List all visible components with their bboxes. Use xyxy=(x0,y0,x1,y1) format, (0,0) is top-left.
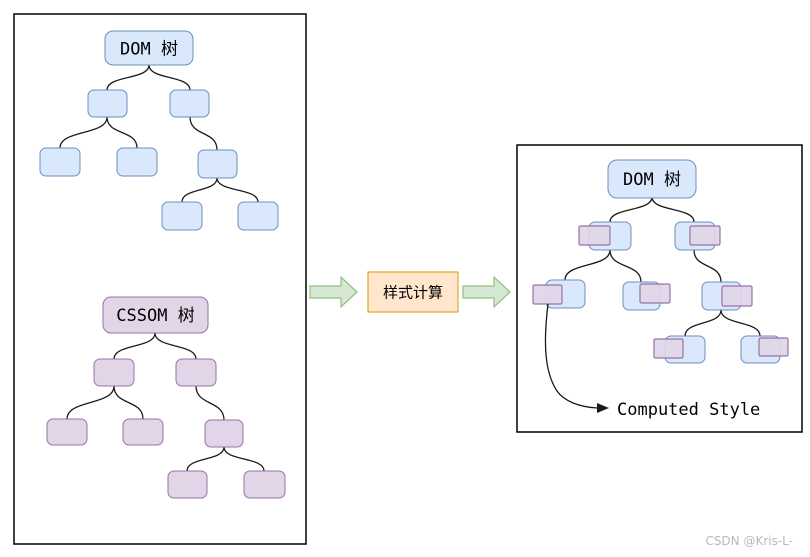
tree-edge xyxy=(186,446,225,472)
tree-edge xyxy=(564,249,611,281)
render-node-style xyxy=(721,285,753,307)
style-computation-box xyxy=(367,271,459,313)
tree-edge xyxy=(181,177,218,203)
dom-tree-root-box xyxy=(104,30,194,66)
tree-node xyxy=(161,201,203,231)
tree-edge xyxy=(720,309,761,337)
style-computation-label: 样式计算 xyxy=(383,284,443,302)
tree-edge xyxy=(66,385,115,420)
tree-node xyxy=(93,358,135,387)
cssom-tree-root-box xyxy=(102,296,209,334)
tree-edge xyxy=(106,64,150,91)
tree-node xyxy=(169,89,210,118)
tree-edge xyxy=(216,177,259,203)
tree-node xyxy=(167,470,208,499)
tree-node xyxy=(39,147,81,177)
render-node-style xyxy=(532,284,563,305)
tree-edge xyxy=(113,385,144,420)
tree-node xyxy=(46,418,88,446)
tree-node xyxy=(204,419,244,448)
tree-edge xyxy=(59,116,108,149)
render-node-style xyxy=(639,283,671,304)
render-tree-root-box xyxy=(607,159,697,199)
tree-edge xyxy=(106,116,138,149)
tree-node xyxy=(87,89,128,118)
right-arrow-icon xyxy=(462,275,511,309)
tree-edge xyxy=(609,249,642,283)
computed-style-label: Computed Style xyxy=(617,400,760,420)
right-panel-box xyxy=(516,144,803,433)
tree-node xyxy=(197,149,238,179)
cssom-tree-root-label: CSSOM 树 xyxy=(116,306,194,326)
tree-edge xyxy=(154,332,197,360)
render-node-style xyxy=(689,225,721,246)
tree-node xyxy=(237,201,279,231)
tree-edge xyxy=(223,446,265,472)
tree-edge xyxy=(148,64,191,91)
tree-edge xyxy=(189,116,218,151)
render-tree xyxy=(532,196,789,364)
render-tree-root-label: DOM 树 xyxy=(623,170,681,190)
left-panel-box xyxy=(13,13,307,545)
watermark: CSDN @Kris-L- xyxy=(705,534,793,548)
computed-style-arrowhead-icon xyxy=(597,403,609,413)
computed-style-arrow xyxy=(544,303,598,409)
tree-edge xyxy=(651,196,695,223)
tree-edge xyxy=(113,332,156,360)
render-node-style xyxy=(758,337,789,357)
tree-node xyxy=(116,147,158,177)
tree-node xyxy=(175,358,217,387)
tree-edge xyxy=(684,309,722,337)
render-node-style xyxy=(653,338,684,359)
tree-edge xyxy=(195,385,225,421)
tree-edge xyxy=(693,249,722,283)
tree-edge xyxy=(609,196,653,223)
right-arrow-icon xyxy=(309,275,358,309)
tree-node xyxy=(243,470,286,499)
dom-tree-root-label: DOM 树 xyxy=(120,40,178,60)
dom-tree xyxy=(39,64,279,231)
cssom-tree xyxy=(46,332,286,499)
render-node-style xyxy=(578,225,611,246)
tree-node xyxy=(122,418,164,446)
